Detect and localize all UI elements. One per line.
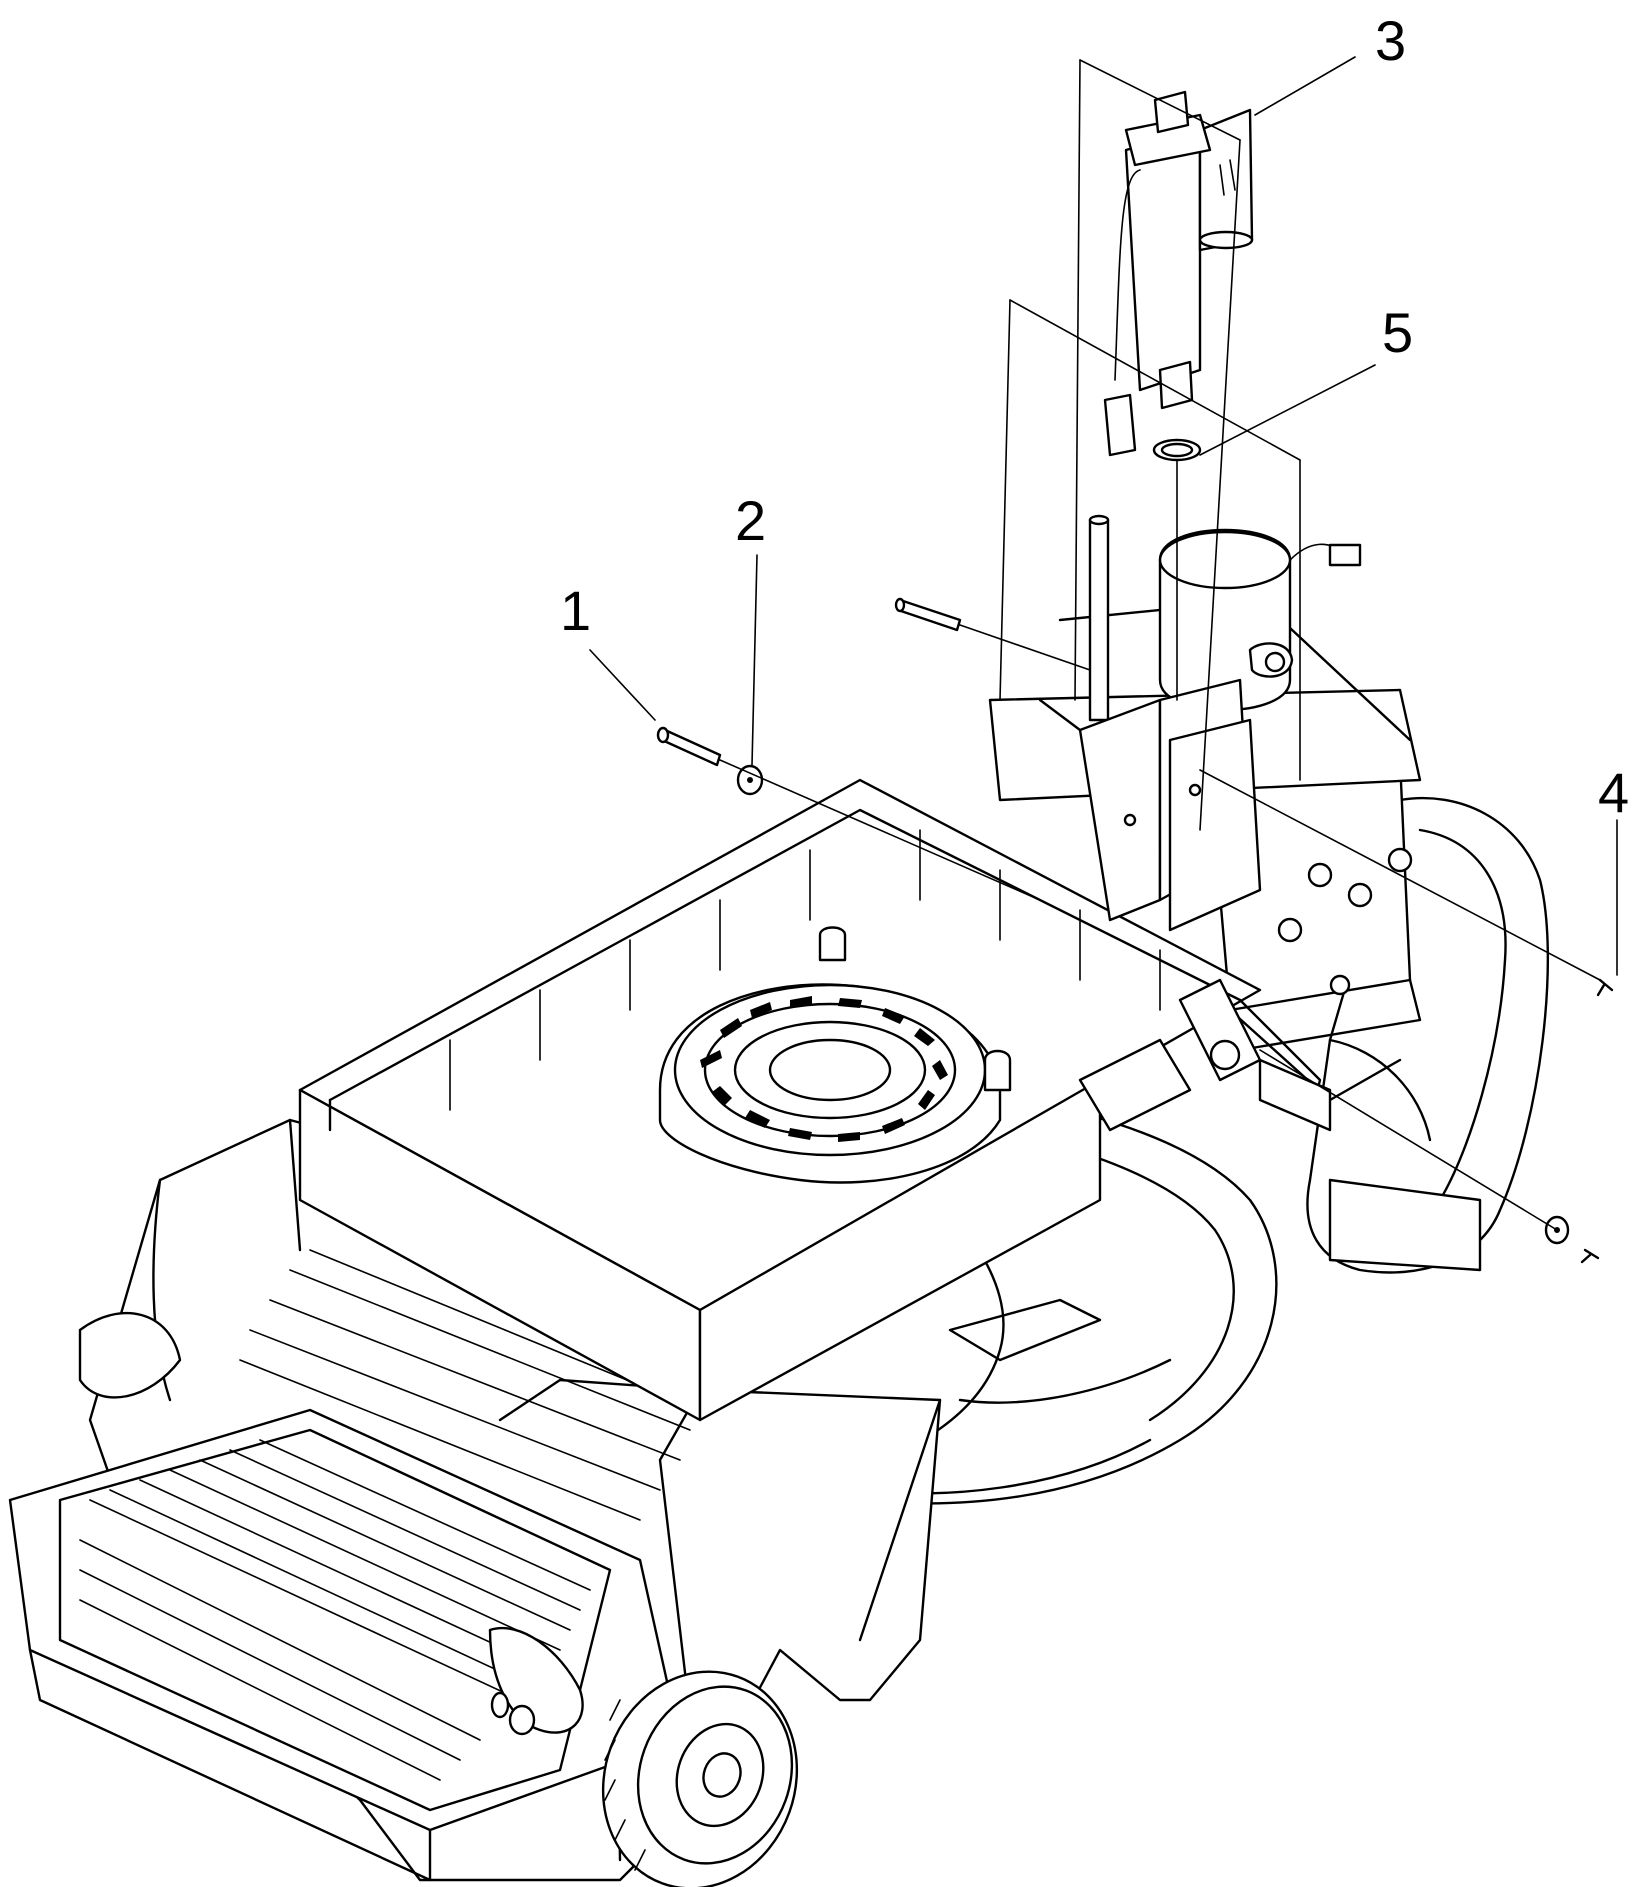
callout-labels: 1 2 3 4 5 bbox=[560, 9, 1629, 824]
flat-washer bbox=[736, 764, 764, 796]
vertical-shaft bbox=[1088, 514, 1110, 722]
callout-2: 2 bbox=[735, 489, 766, 552]
callout-1: 1 bbox=[560, 579, 591, 642]
actuator-bracket bbox=[1038, 678, 1262, 932]
lower-clip bbox=[1580, 1248, 1600, 1264]
drive-motor bbox=[1158, 528, 1362, 712]
hinge-linkage bbox=[1178, 978, 1332, 1132]
left-axle-stub bbox=[490, 1691, 536, 1736]
leader-1 bbox=[589, 649, 656, 721]
clevis-pin bbox=[656, 726, 722, 767]
hair-pin-clip bbox=[1596, 978, 1614, 997]
callout-5: 5 bbox=[1382, 301, 1413, 364]
assembly-guide-lines bbox=[719, 59, 1601, 1231]
leader-3 bbox=[1254, 56, 1356, 116]
leader-5 bbox=[1199, 364, 1376, 456]
leader-2 bbox=[751, 554, 758, 766]
linear-actuator bbox=[1103, 90, 1254, 457]
front-wheel bbox=[601, 1670, 799, 1887]
tray-ribs bbox=[79, 1249, 701, 1781]
callout-3: 3 bbox=[1375, 9, 1406, 72]
callout-4: 4 bbox=[1598, 761, 1629, 824]
callout-leaders bbox=[589, 56, 1618, 976]
upper-pin bbox=[894, 597, 962, 632]
retaining-ring bbox=[1152, 438, 1202, 462]
motor-fan-cover bbox=[658, 926, 1012, 1184]
